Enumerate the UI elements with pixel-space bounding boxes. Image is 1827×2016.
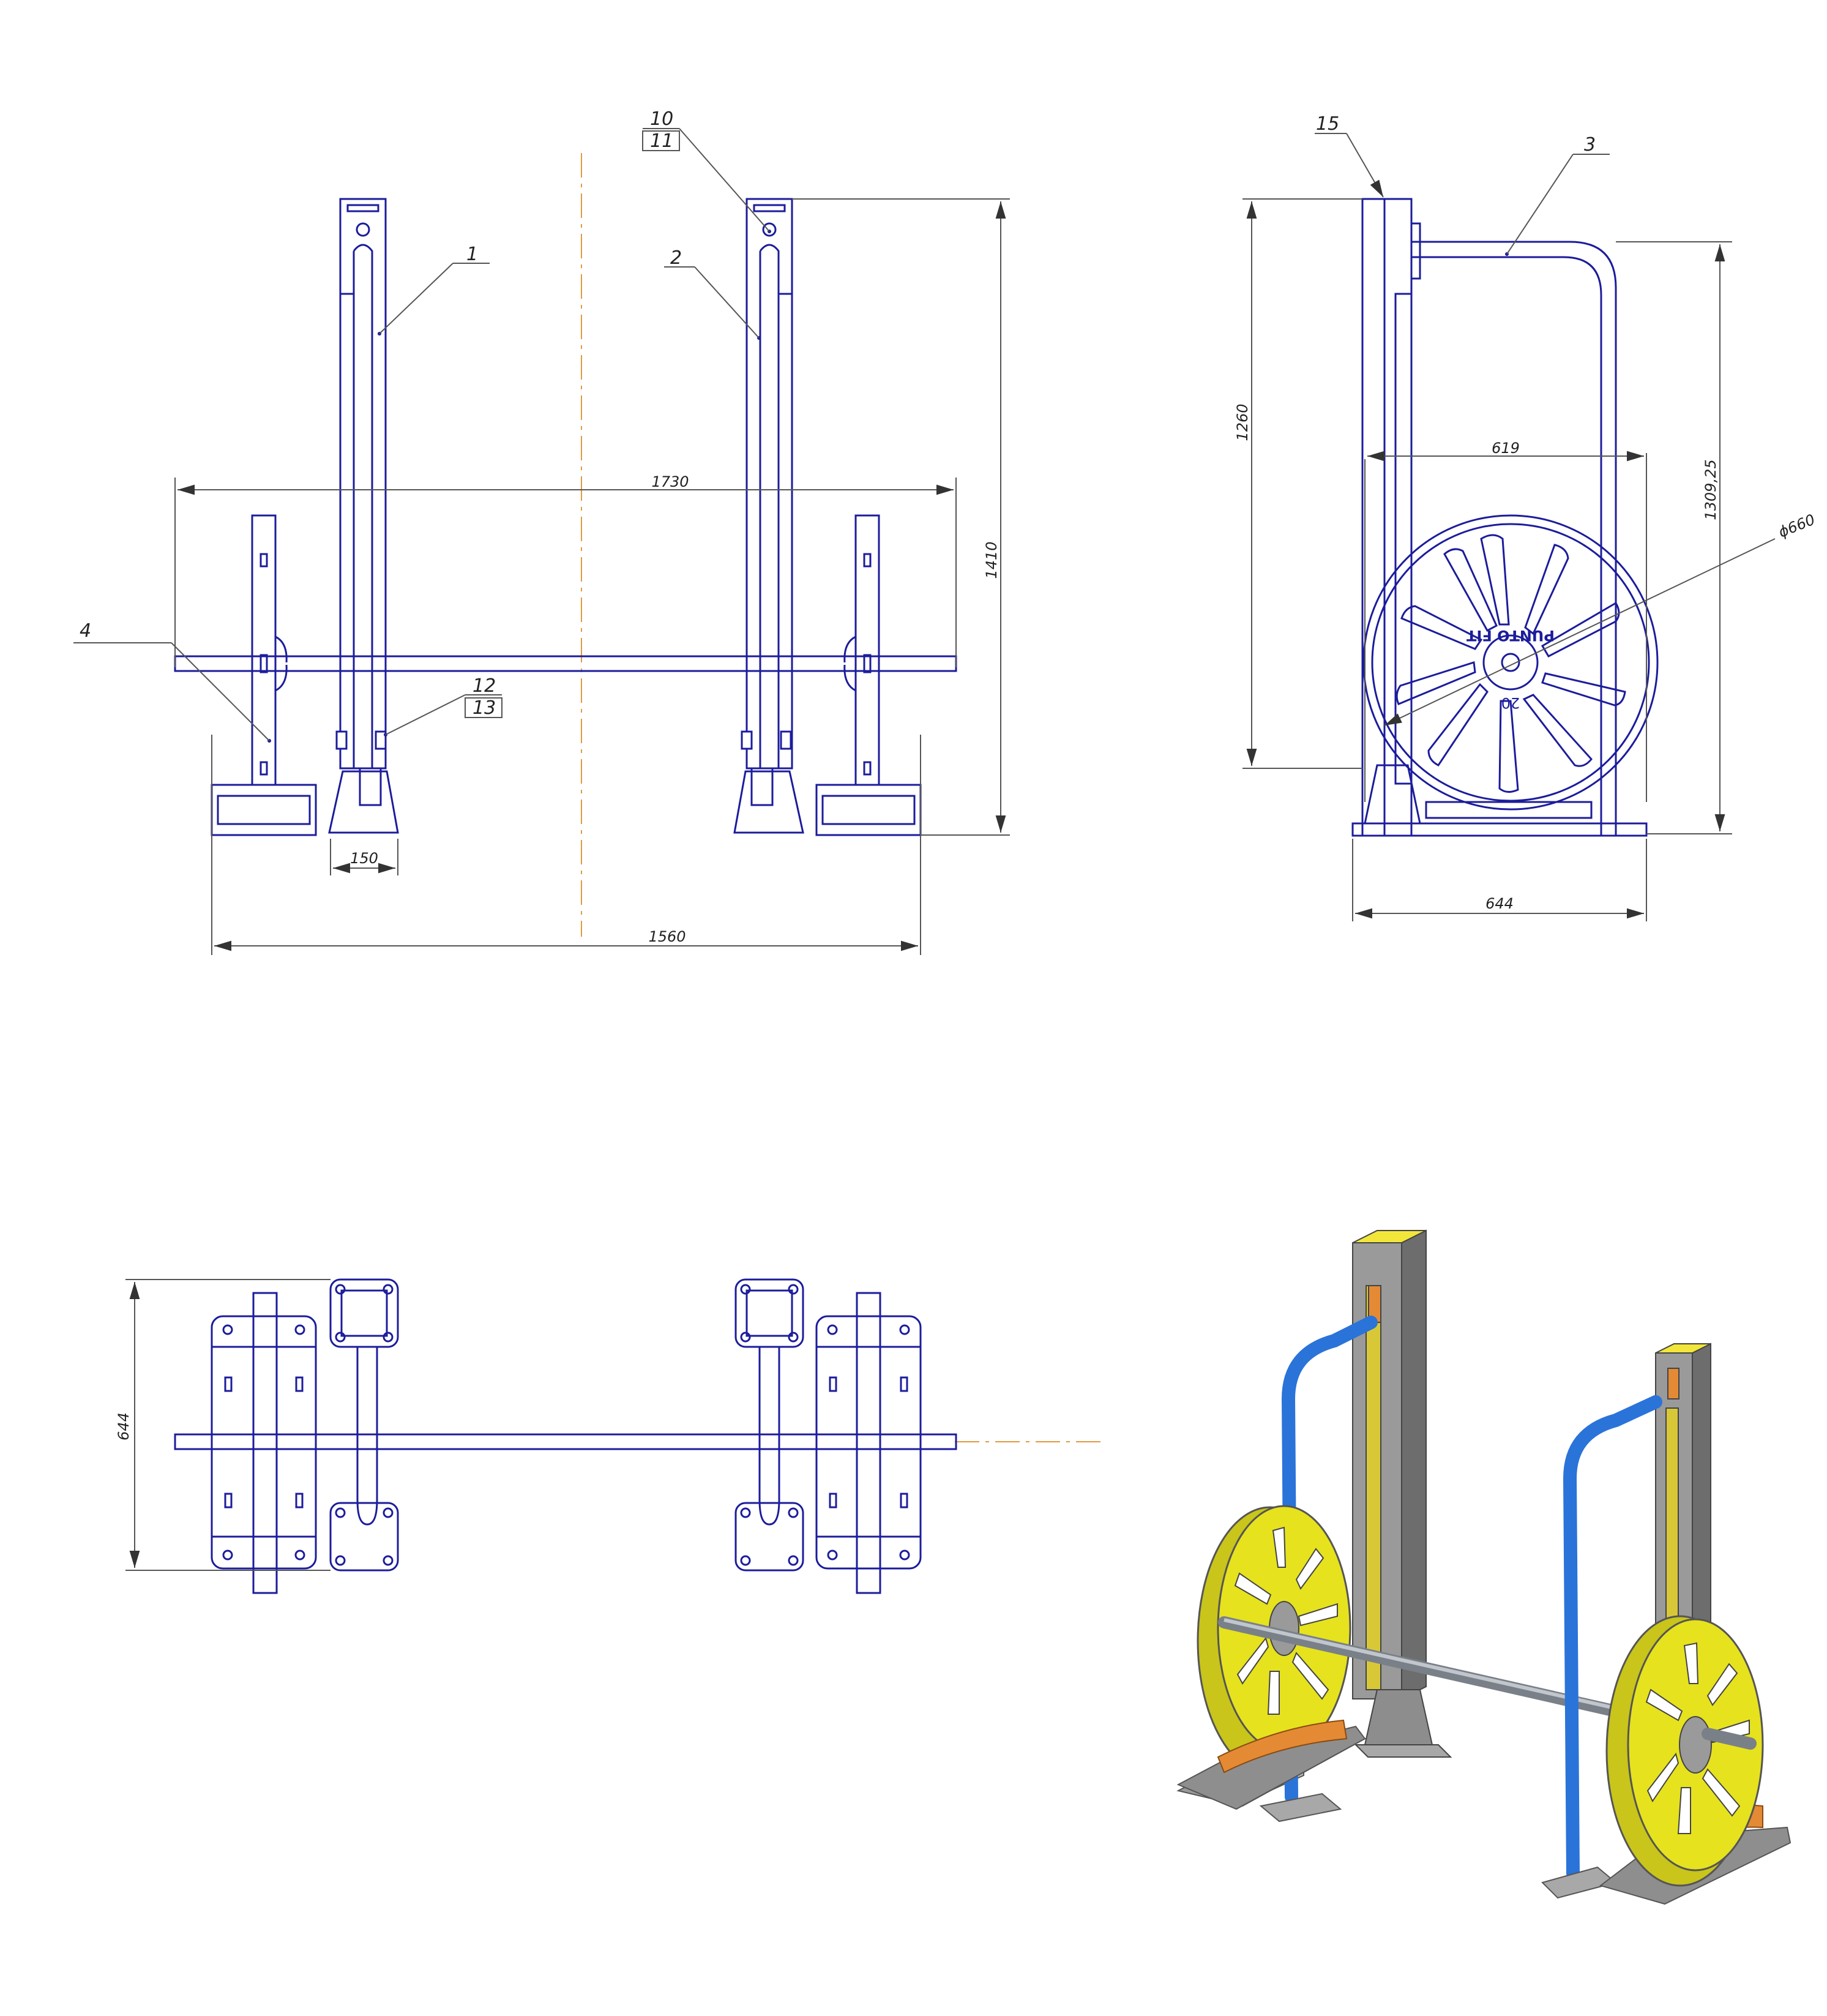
callout-1: 1 bbox=[466, 244, 478, 265]
top-left-post bbox=[329, 1278, 399, 1572]
callout-11: 11 bbox=[650, 130, 673, 152]
dim-150: 150 bbox=[350, 850, 378, 867]
callout-3: 3 bbox=[1584, 134, 1596, 156]
front-left-post bbox=[328, 198, 399, 834]
top-view: 644 bbox=[115, 1278, 1102, 1594]
top-left-wheel bbox=[211, 1292, 317, 1594]
callout-2: 2 bbox=[670, 247, 682, 269]
iso-left-handle bbox=[1281, 1316, 1378, 1804]
iso-view bbox=[1176, 1229, 1792, 1905]
dim-1560: 1560 bbox=[648, 928, 686, 945]
dim-660: ϕ660 bbox=[1776, 511, 1818, 541]
iso-left-wheel bbox=[1197, 1505, 1351, 1775]
wheel-brand-text: PUNTO FIT bbox=[1466, 627, 1555, 644]
callout-4: 4 bbox=[80, 620, 91, 642]
front-view: 1730 1560 150 1410 1 2 bbox=[73, 108, 1010, 955]
dim-1730: 1730 bbox=[651, 473, 689, 490]
iso-right-handle bbox=[1563, 1395, 1662, 1880]
callout-13: 13 bbox=[473, 697, 496, 719]
dim-1309-25: 1309,25 bbox=[1702, 459, 1719, 520]
callout-12: 12 bbox=[473, 675, 496, 697]
top-right-wheel bbox=[815, 1292, 922, 1594]
front-bar bbox=[174, 655, 957, 672]
front-right-post bbox=[733, 198, 804, 834]
dim-1410: 1410 bbox=[983, 541, 1000, 579]
front-dimensions: 1730 1560 150 1410 bbox=[174, 198, 1010, 955]
side-view: PUNTO FIT 20 1260 1309,25 619 644 ϕ660 bbox=[1234, 113, 1817, 921]
dim-644-top: 644 bbox=[115, 1412, 132, 1441]
side-wheel-spokes bbox=[1395, 534, 1626, 793]
top-right-post bbox=[734, 1278, 804, 1572]
top-bar bbox=[174, 1433, 957, 1450]
dim-644-side: 644 bbox=[1485, 895, 1514, 912]
side-dimensions: 1260 1309,25 619 644 ϕ660 bbox=[1234, 198, 1818, 921]
side-handle bbox=[1411, 241, 1617, 836]
dim-1260: 1260 bbox=[1234, 403, 1251, 441]
iso-back-post bbox=[1352, 1229, 1452, 1758]
front-right-wheel bbox=[815, 514, 922, 836]
callout-10: 10 bbox=[650, 108, 673, 130]
wheel-weight-text: 20 bbox=[1501, 694, 1520, 711]
side-callouts: 15 3 bbox=[1315, 113, 1610, 256]
front-left-wheel bbox=[211, 514, 317, 836]
callout-15: 15 bbox=[1316, 113, 1339, 135]
dim-619: 619 bbox=[1492, 440, 1520, 457]
top-dimensions: 644 bbox=[115, 1279, 331, 1571]
front-callouts: 1 2 10 11 4 12 13 bbox=[73, 108, 771, 743]
iso-right-wheel bbox=[1605, 1615, 1764, 1887]
side-wheel: PUNTO FIT 20 bbox=[1362, 514, 1659, 819]
